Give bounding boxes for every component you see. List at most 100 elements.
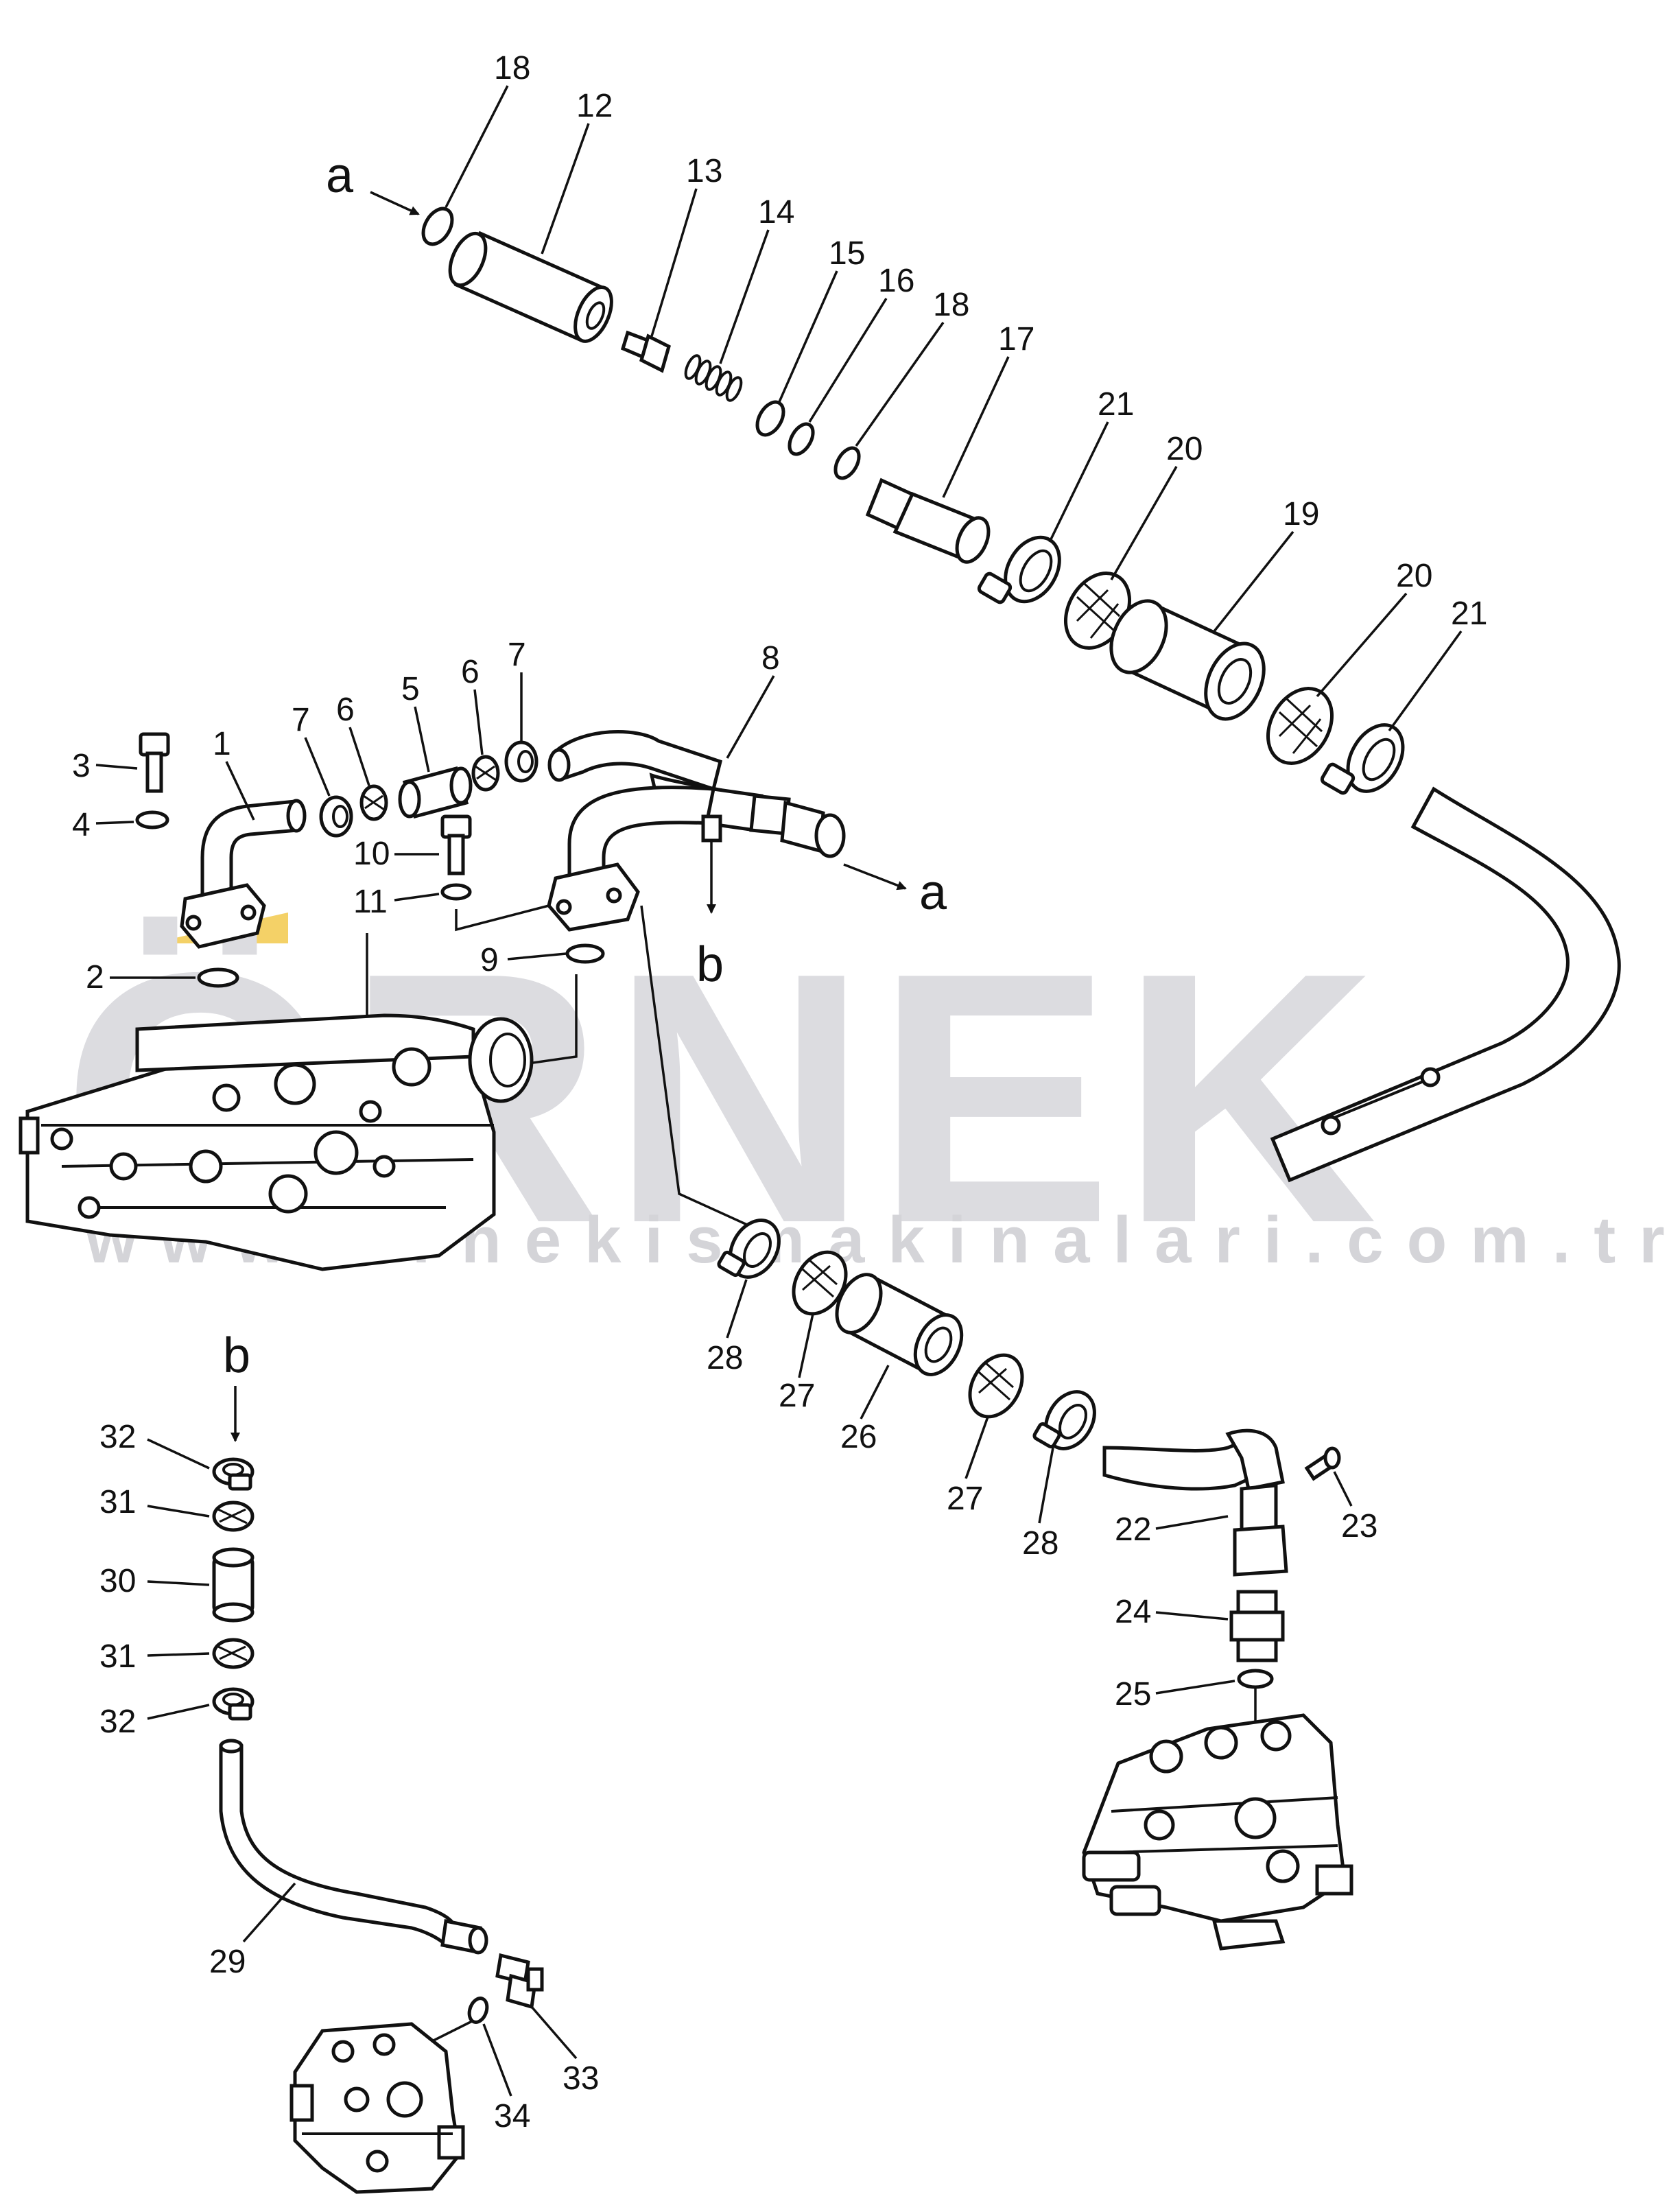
callout-label: 19 xyxy=(1283,496,1319,532)
lower-right-assembly xyxy=(717,1219,1353,1951)
valve-block-icon xyxy=(1082,1713,1353,1951)
callout-label: 5 xyxy=(401,671,420,707)
callout-label: 21 xyxy=(1451,596,1487,632)
callout-label: 11 xyxy=(353,884,388,920)
flow-arrows: a a b b xyxy=(223,148,947,1442)
poppet-part-13 xyxy=(620,330,671,373)
callout-label: 31 xyxy=(99,1638,136,1675)
boot-part-31a xyxy=(212,1500,255,1532)
callout-label: 13 xyxy=(686,153,722,189)
callout-label: 4 xyxy=(72,807,91,843)
callout-label: 24 xyxy=(1115,1594,1151,1630)
upper-assembly xyxy=(421,207,1621,1183)
callout-label: 14 xyxy=(758,194,794,231)
callout-label: 2 xyxy=(86,959,104,996)
callout-label: 7 xyxy=(292,702,310,738)
callout-label: 21 xyxy=(1098,386,1134,423)
flow-label-a-out: a xyxy=(919,865,947,920)
callout-label: 30 xyxy=(99,1563,136,1599)
callout-label: 22 xyxy=(1115,1511,1151,1548)
callout-label: 12 xyxy=(576,88,613,124)
callout-label: 32 xyxy=(99,1704,136,1740)
callout-label: 25 xyxy=(1115,1676,1151,1712)
clamp-icon xyxy=(1320,723,1405,795)
union-part-5 xyxy=(398,766,473,819)
o-ring-icon xyxy=(833,446,861,480)
callout-label: 7 xyxy=(508,637,526,673)
elbow-part-33 xyxy=(495,1953,544,2010)
hose-part-22 xyxy=(1102,1428,1288,1577)
coupling-part-19 xyxy=(1109,599,1266,721)
callout-label: 6 xyxy=(461,654,480,690)
valve-block-icon xyxy=(19,1013,534,1271)
clamp-icon xyxy=(1032,1390,1096,1450)
callout-label: 18 xyxy=(494,50,530,86)
hose-icon xyxy=(219,1744,458,1949)
spring-part-14 xyxy=(684,354,743,402)
callout-label: 23 xyxy=(1341,1508,1377,1544)
callout-label: 9 xyxy=(480,942,499,978)
callout-label: 28 xyxy=(1022,1525,1058,1562)
sleeve-part-12 xyxy=(448,231,613,343)
callout-label: 15 xyxy=(829,235,865,272)
snap-ring-part-16 xyxy=(788,422,815,456)
arrow-icon xyxy=(843,863,907,891)
boot-part-27a xyxy=(792,1250,848,1316)
callout-label: 27 xyxy=(779,1378,815,1414)
washer-part-11 xyxy=(440,883,472,901)
hose-icon xyxy=(1270,786,1621,1183)
tube-part-1 xyxy=(180,799,307,949)
nipple-part-23 xyxy=(1304,1446,1341,1481)
o-ring-icon xyxy=(421,207,454,246)
o-ring-icon xyxy=(1237,1669,1274,1689)
callout-label: 20 xyxy=(1166,431,1203,467)
coupling-part-30 xyxy=(212,1547,255,1623)
bolt-part-3 xyxy=(139,732,170,793)
clamp-icon xyxy=(977,535,1061,604)
manifold-part-8 xyxy=(547,729,846,932)
clamp-icon xyxy=(212,1687,255,1721)
clamp-icon xyxy=(717,1219,781,1279)
valve-block-icon xyxy=(289,2022,465,2194)
callout-label: 8 xyxy=(761,640,780,676)
callout-label: 34 xyxy=(494,2098,530,2134)
boot-part-31b xyxy=(212,1638,255,1669)
flow-label-b-top: b xyxy=(696,937,724,992)
fitting-part-17 xyxy=(865,478,991,564)
callout-label: 3 xyxy=(72,748,91,784)
nut-part-6a xyxy=(359,784,388,821)
callout-label: 29 xyxy=(209,1944,246,1980)
manifold-assembly xyxy=(135,729,846,1229)
callout-label: 28 xyxy=(707,1340,743,1376)
washer-part-15 xyxy=(755,400,785,437)
callout-label: 16 xyxy=(878,263,914,299)
coupling-part-26 xyxy=(835,1273,964,1376)
callout-label: 33 xyxy=(563,2060,599,2097)
arrow-icon xyxy=(370,191,420,215)
callout-label: 18 xyxy=(933,287,969,323)
o-ring-icon xyxy=(197,967,239,988)
callout-label: 20 xyxy=(1396,558,1432,594)
callout-label: 32 xyxy=(99,1419,136,1455)
callout-label: 27 xyxy=(947,1481,983,1517)
flow-label-b-bottom: b xyxy=(223,1328,250,1383)
callout-label: 10 xyxy=(353,836,390,872)
o-ring-icon xyxy=(565,943,605,964)
callout-label: 17 xyxy=(998,321,1034,357)
o-ring-icon xyxy=(467,1997,489,2024)
boot-part-20b xyxy=(1266,687,1334,765)
callout-label: 1 xyxy=(213,726,231,762)
callouts: 18 12 13 14 15 16 18 17 21 20 19 20 xyxy=(72,50,1487,2134)
fitting-part-7a xyxy=(319,795,353,838)
adapter-part-24 xyxy=(1229,1590,1285,1662)
lower-left-assembly xyxy=(212,1457,544,2194)
washer-part-4 xyxy=(135,810,169,829)
callout-label: 31 xyxy=(99,1484,136,1520)
callout-label: 6 xyxy=(336,692,355,728)
clamp-icon xyxy=(212,1457,255,1491)
flow-label-a-in: a xyxy=(326,148,354,203)
callout-label: 26 xyxy=(840,1419,877,1455)
boot-part-27b xyxy=(968,1353,1024,1419)
